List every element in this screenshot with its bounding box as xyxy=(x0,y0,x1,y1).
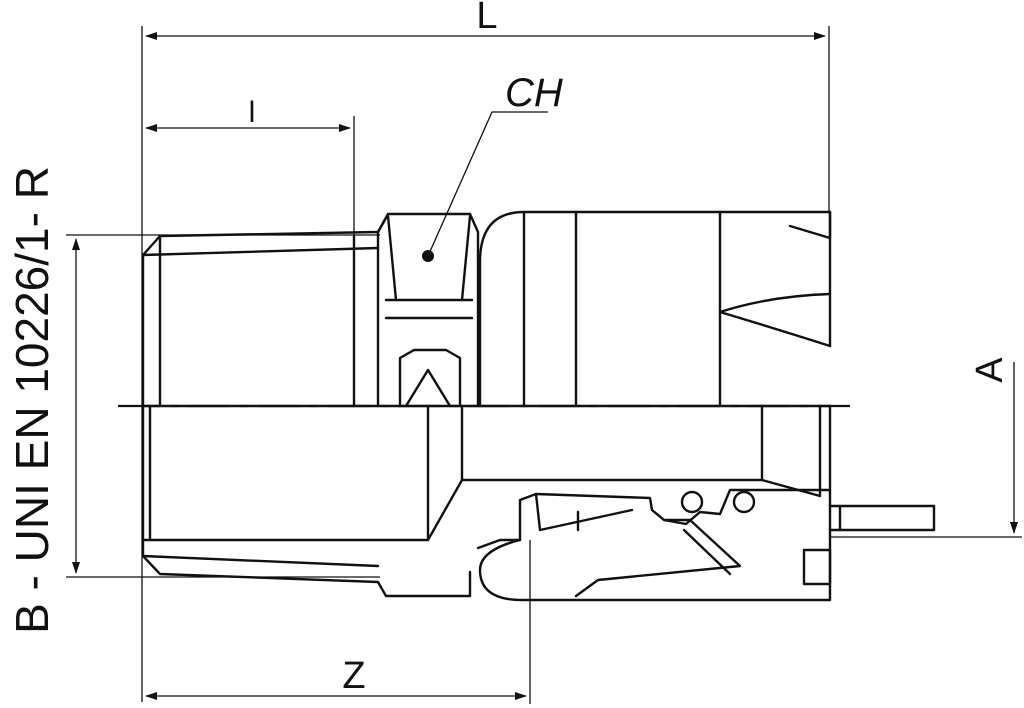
dimension-l: l xyxy=(145,96,355,236)
male-thread-section xyxy=(141,216,388,408)
hex-nut xyxy=(376,212,480,408)
label-A: A xyxy=(969,357,1011,383)
label-L: L xyxy=(476,0,497,37)
o-ring-1 xyxy=(680,490,704,514)
callout-CH: CH xyxy=(422,71,563,262)
label-CH: CH xyxy=(505,71,563,115)
coupling-body-upper xyxy=(478,210,832,408)
dimension-A: A xyxy=(830,357,1022,538)
label-l: l xyxy=(249,96,256,129)
ch-leader-dot xyxy=(422,250,434,262)
label-Z: Z xyxy=(342,655,365,697)
label-standard: B - UNI EN 10226/1- R xyxy=(6,166,58,634)
dimension-L: L xyxy=(141,0,830,702)
o-ring-2 xyxy=(732,490,756,514)
dimension-Z: Z xyxy=(145,540,531,704)
section-view-lower xyxy=(141,404,936,602)
